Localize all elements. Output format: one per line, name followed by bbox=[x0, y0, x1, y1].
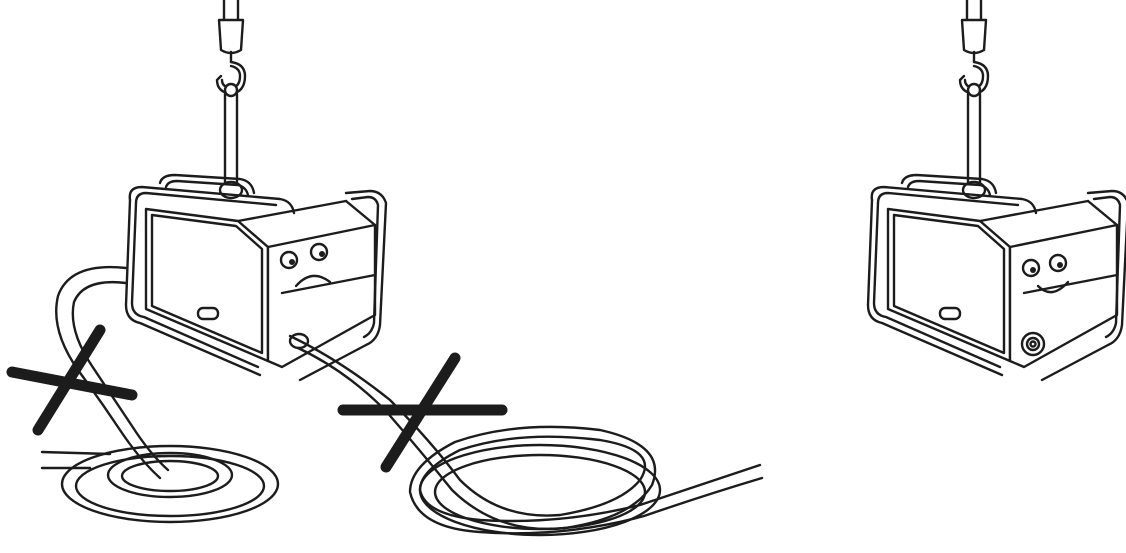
cross-mark-icon bbox=[12, 330, 132, 430]
crane-hook-icon bbox=[217, 0, 245, 198]
connected-cable bbox=[290, 334, 762, 535]
welding-machine bbox=[868, 175, 1126, 380]
empty-socket-icon bbox=[1022, 333, 1044, 355]
correct-lifting-scene bbox=[868, 0, 1126, 380]
welding-machine bbox=[126, 175, 386, 380]
crane-hook-icon bbox=[960, 0, 988, 198]
incorrect-lifting-scene bbox=[12, 0, 762, 535]
